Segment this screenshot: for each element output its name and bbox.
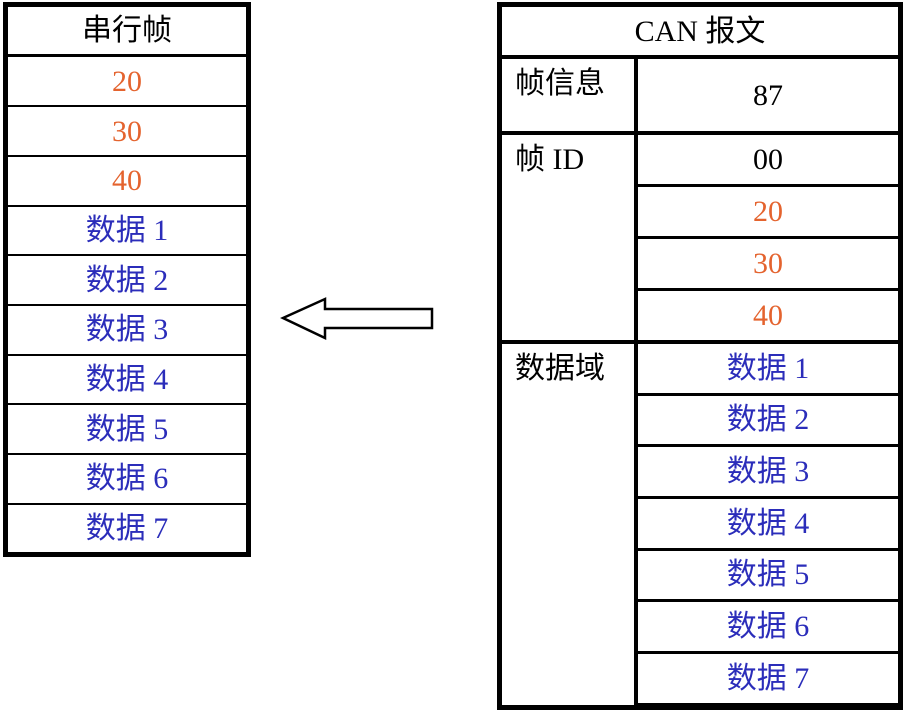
serial-frame-table-title: 串行帧	[8, 7, 246, 58]
can-message-table-grid: CAN 报文 帧信息 87 帧 ID 00 20 30 40	[502, 7, 898, 705]
can-message-value-cell: 20	[636, 185, 898, 239]
can-message-value-cell: 87	[636, 57, 898, 136]
data-field-label-text: 数据域	[515, 351, 605, 385]
serial-frame-cell: 30	[8, 106, 246, 157]
serial-frame-cell: 数据 7	[85, 511, 169, 545]
can-message-value-cell: 数据 7	[636, 652, 898, 705]
frame-id-label-text: 帧 ID	[515, 143, 585, 177]
serial-frame-cell: 20	[8, 55, 246, 108]
can-message-value-cell: 40	[636, 289, 898, 344]
serial-frame-cell: 数据 6	[8, 454, 246, 505]
serial-frame-cell: 40	[8, 156, 246, 207]
serial-frame-cell: 数据 5	[8, 404, 246, 456]
serial-frame-cell: 数据 1	[8, 205, 246, 257]
serial-frame-cell: 数据 2	[8, 255, 246, 307]
can-message-value-cell: 数据 6	[636, 600, 898, 655]
can-message-value-cell: 数据 5	[636, 549, 898, 603]
left-arrow-icon	[280, 297, 434, 340]
serial-frame-table-grid: 串行帧 20 30 40 数据 1 数据 2 数据 3 数据 4 数据 5 数据…	[8, 7, 246, 552]
can-message-value-cell: 数据 4	[636, 497, 898, 551]
serial-frame-cell: 数据 3	[8, 305, 246, 356]
can-message-value-cell: 数据 2	[636, 394, 898, 448]
serial-frame-cell: 数据 4	[8, 354, 246, 406]
can-message-value-cell: 00	[636, 133, 898, 188]
can-message-table: CAN 报文 帧信息 87 帧 ID 00 20 30 40	[497, 2, 903, 710]
frame-info-label: 帧信息	[502, 57, 638, 136]
can-message-table-title: CAN 报文	[502, 7, 898, 60]
data-field-label: 数据域	[502, 341, 638, 705]
frame-id-label: 帧 ID	[502, 133, 638, 344]
can-message-empty-cell	[636, 704, 898, 706]
serial-frame-table: 串行帧 20 30 40 数据 1 数据 2 数据 3 数据 4 数据 5 数据…	[3, 2, 251, 557]
left-arrow-shape	[280, 297, 434, 340]
frame-info-label-text: 帧信息	[515, 67, 605, 101]
can-message-value-cell: 数据 1	[636, 341, 898, 396]
can-message-value-cell: 数据 3	[636, 445, 898, 499]
can-message-value-cell: 30	[636, 237, 898, 291]
